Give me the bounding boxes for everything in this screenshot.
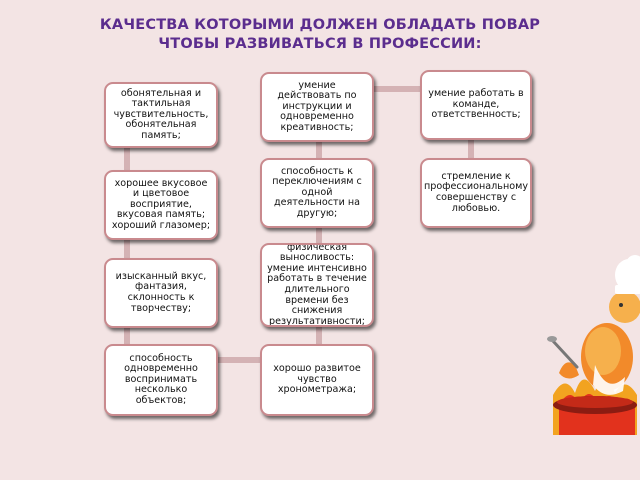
quality-box-perfection: стремление к профессиональному совершенс…: [420, 158, 532, 228]
quality-box-taste-fantasy: изысканный вкус, фантазия, склонность к …: [104, 258, 218, 328]
connector-left-vertical: [124, 140, 130, 360]
quality-text: умение действовать по инструкции и однов…: [277, 79, 357, 133]
quality-box-switching: способность к переключениям с одной деят…: [260, 158, 374, 228]
quality-text: умение работать в команде, ответственнос…: [428, 88, 524, 121]
connector-right-vertical: [468, 130, 474, 170]
quality-box-smell-touch: обонятельная и тактильная чувствительнос…: [104, 82, 218, 148]
quality-box-instructions: умение действовать по инструкции и однов…: [260, 72, 374, 142]
connector-middle-vertical: [316, 100, 322, 360]
quality-box-taste-color: хорошее вкусовое и цветовое восприятие, …: [104, 170, 218, 240]
quality-text: стремление к профессиональному совершенс…: [424, 170, 529, 214]
quality-text: физическая выносливость: умение интенсив…: [267, 243, 367, 327]
connector-bottom-horizontal: [218, 357, 264, 363]
quality-text: способность к переключениям с одной деят…: [272, 165, 362, 219]
quality-text: обонятельная и тактильная чувствительнос…: [113, 87, 209, 141]
quality-text: хорошо развитое чувство хронометража;: [273, 363, 361, 396]
quality-text: способность одновременно воспринимать не…: [124, 352, 198, 406]
page-title: КАЧЕСТВА КОТОРЫМИ ДОЛЖЕН ОБЛАДАТЬ ПОВАР …: [40, 16, 600, 54]
quality-text: хорошее вкусовое и цветовое восприятие, …: [111, 177, 211, 231]
quality-box-endurance: физическая выносливость: умение интенсив…: [260, 243, 374, 327]
connector-top-horizontal: [370, 86, 424, 92]
quality-box-timing: хорошо развитое чувство хронометража;: [260, 344, 374, 416]
title-line-1: КАЧЕСТВА КОТОРЫМИ ДОЛЖЕН ОБЛАДАТЬ ПОВАР: [99, 17, 541, 33]
quality-box-perception: способность одновременно воспринимать не…: [104, 344, 218, 416]
chef-illustration-icon: [547, 255, 640, 435]
quality-box-teamwork: умение работать в команде, ответственнос…: [420, 70, 532, 140]
quality-text: изысканный вкус, фантазия, склонность к …: [115, 270, 207, 314]
title-line-2: ЧТОБЫ РАЗВИВАТЬСЯ В ПРОФЕССИИ:: [158, 36, 482, 52]
